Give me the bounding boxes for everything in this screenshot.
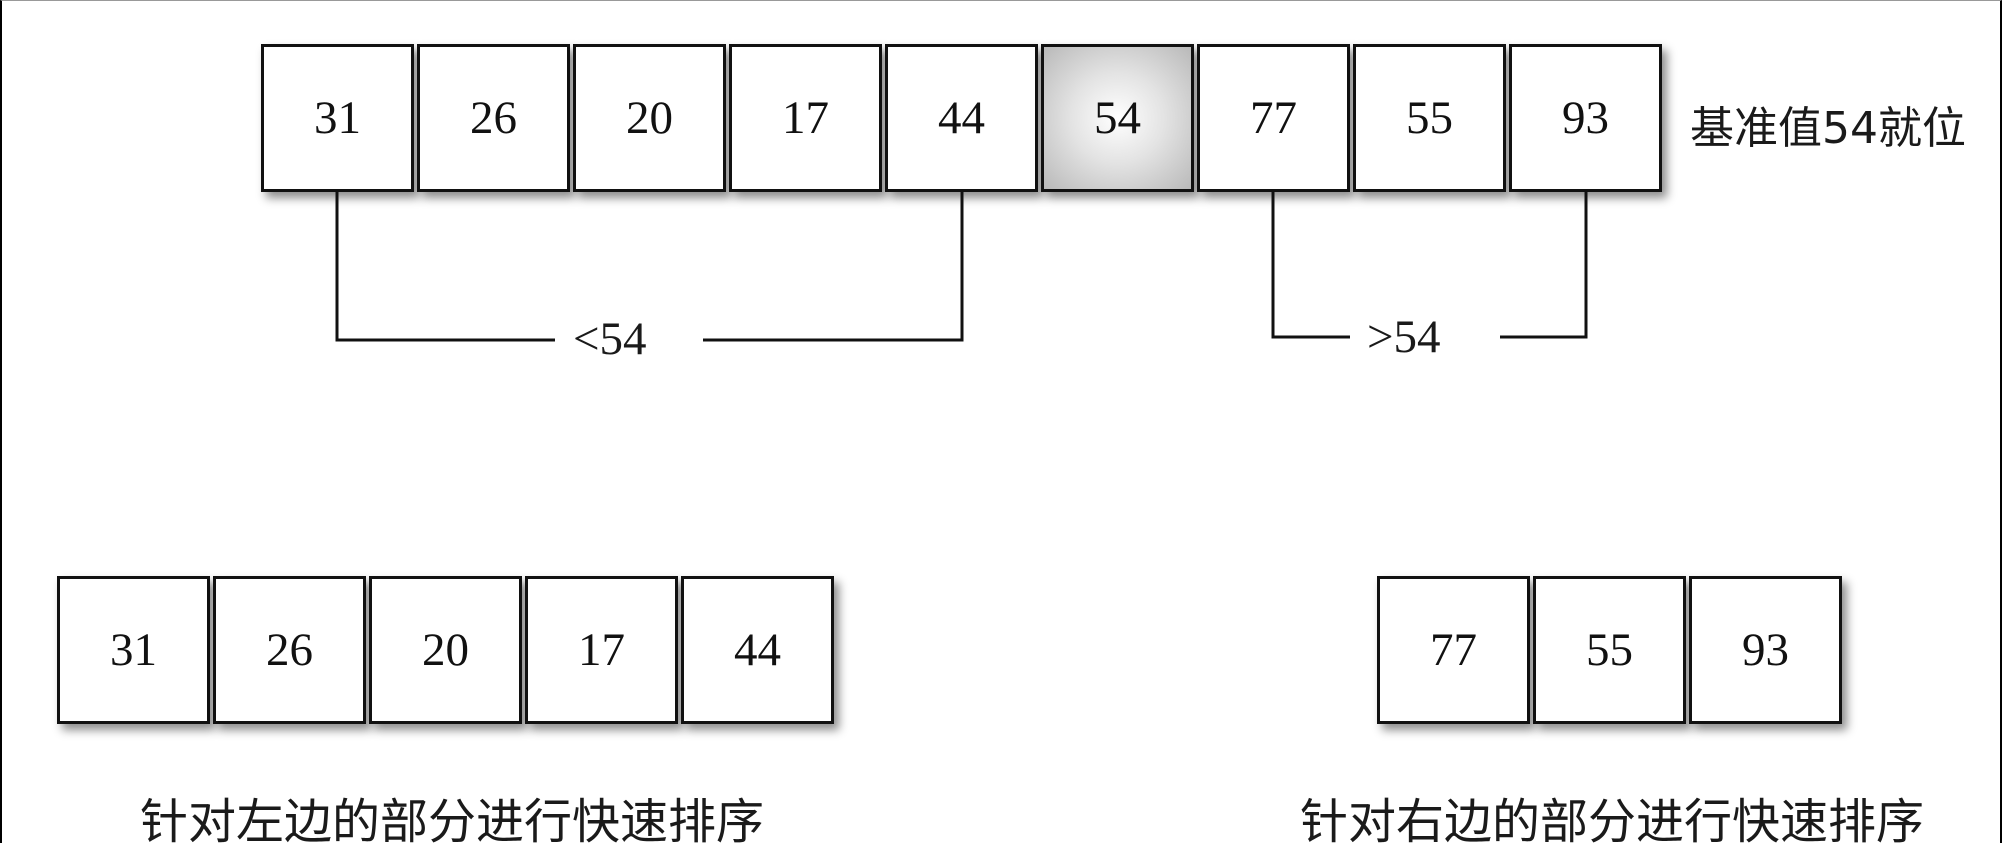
right-cell: 93 <box>1689 576 1842 724</box>
top-cell: 55 <box>1353 44 1506 192</box>
greater-than-label: >54 <box>1367 311 1441 363</box>
pivot-cell: 54 <box>1041 44 1194 192</box>
left-cell: 44 <box>681 576 834 724</box>
left-cell: 31 <box>57 576 210 724</box>
top-cell: 44 <box>885 44 1038 192</box>
pivot-caption: 基准值54就位 <box>1690 103 1966 154</box>
left-cell: 20 <box>369 576 522 724</box>
left-bracket-lines <box>335 192 964 342</box>
right-cell: 55 <box>1533 576 1686 724</box>
left-cell: 17 <box>525 576 678 724</box>
top-cell: 77 <box>1197 44 1350 192</box>
right-bracket-lines <box>1271 192 1588 339</box>
right-cell: 77 <box>1377 576 1530 724</box>
right-caption: 针对右边的部分进行快速排序 <box>1300 794 1925 843</box>
left-caption: 针对左边的部分进行快速排序 <box>140 794 765 843</box>
top-cell: 20 <box>573 44 726 192</box>
top-cell: 17 <box>729 44 882 192</box>
less-than-label: <54 <box>573 313 647 365</box>
top-cell: 93 <box>1509 44 1662 192</box>
left-cell: 26 <box>213 576 366 724</box>
top-cell: 31 <box>261 44 414 192</box>
top-cell: 26 <box>417 44 570 192</box>
